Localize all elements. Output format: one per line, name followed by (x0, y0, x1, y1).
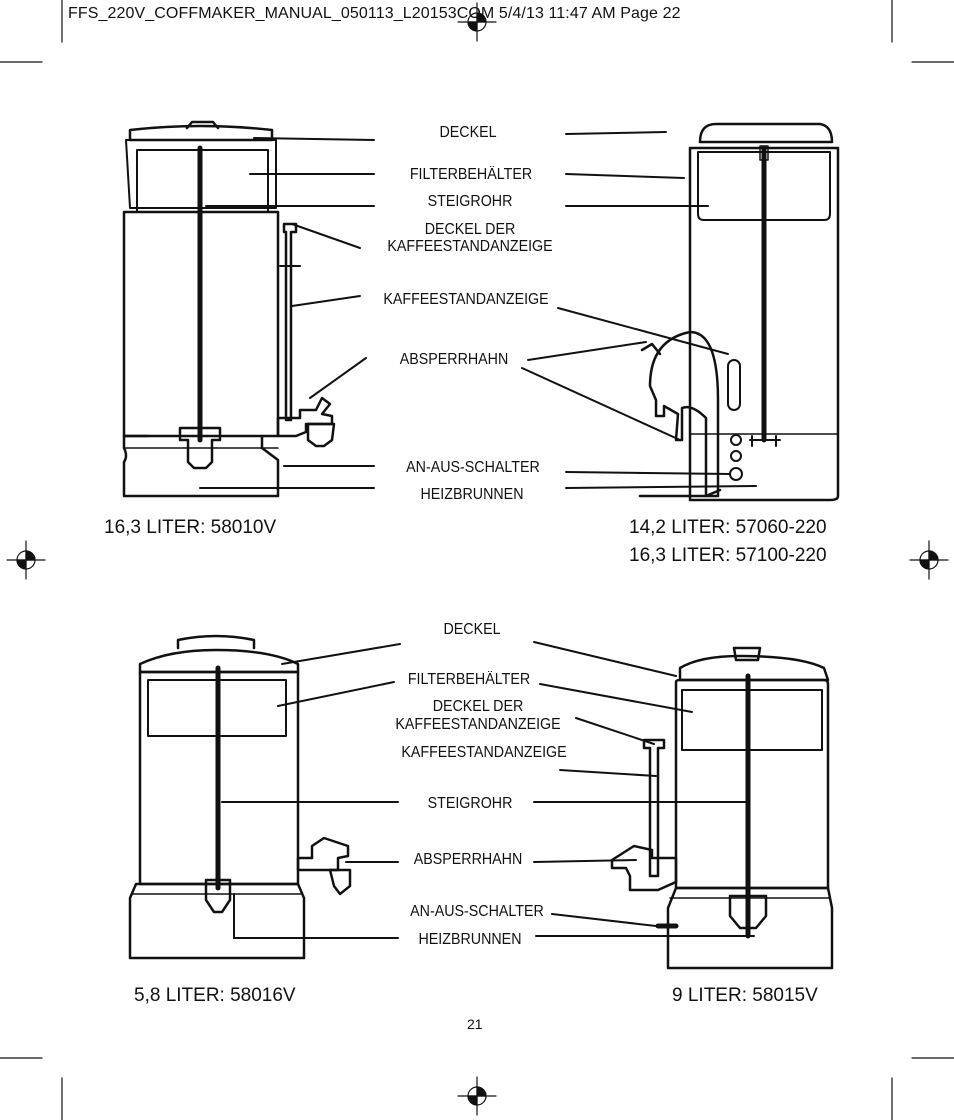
registration-mark-left (6, 540, 46, 580)
label-filterbehaelter-bottom: FILTERBEHÄLTER (407, 671, 531, 688)
label-an-aus-bottom: AN-AUS-SCHALTER (410, 903, 544, 920)
label-kaffeestandanzeige-top: KAFFEESTANDANZEIGE (383, 291, 549, 308)
label-absperrhahn-top: ABSPERRHAHN (399, 351, 509, 368)
label-absperrhahn-bottom: ABSPERRHAHN (413, 851, 523, 868)
model-top-left: 16,3 LITER: 58010V (104, 517, 277, 538)
label-steigrohr-top: STEIGROHR (427, 193, 513, 210)
model-top-right-2: 16,3 LITER: 57100-220 (629, 545, 827, 566)
leader-lines-top (199, 131, 757, 489)
registration-mark-top (457, 2, 497, 42)
urn-58015v (610, 646, 834, 970)
urn-58016v (128, 634, 352, 960)
registration-mark-right (909, 540, 949, 580)
print-slug-header: FFS_220V_COFFMAKER_MANUAL_050113_L20153C… (68, 5, 681, 22)
label-deckel-der-2-top: KAFFEESTANDANZEIGE (387, 238, 553, 255)
registration-mark-bottom (457, 1076, 497, 1116)
page-number: 21 (467, 1016, 483, 1032)
label-deckel-der-top: DECKEL DER (424, 221, 516, 238)
label-filterbehaelter-top: FILTERBEHÄLTER (409, 166, 533, 183)
label-heizbrunnen-bottom: HEIZBRUNNEN (418, 931, 522, 948)
leader-lines-bottom (221, 641, 755, 939)
label-deckel-der-2-bottom: KAFFEESTANDANZEIGE (395, 716, 561, 733)
label-deckel-top: DECKEL (439, 124, 497, 141)
label-heizbrunnen-top: HEIZBRUNNEN (420, 486, 524, 503)
label-kaffeestandanzeige-bottom: KAFFEESTANDANZEIGE (401, 744, 567, 761)
model-bottom-right: 9 LITER: 58015V (672, 985, 818, 1006)
urn-57060-220 (638, 122, 840, 502)
model-top-right-1: 14,2 LITER: 57060-220 (629, 517, 827, 538)
label-deckel-bottom: DECKEL (443, 621, 501, 638)
label-steigrohr-bottom: STEIGROHR (427, 795, 513, 812)
label-deckel-der-bottom: DECKEL DER (432, 698, 524, 715)
label-an-aus-top: AN-AUS-SCHALTER (406, 459, 540, 476)
model-bottom-left: 5,8 LITER: 58016V (134, 985, 296, 1006)
urn-58010v (122, 120, 336, 498)
